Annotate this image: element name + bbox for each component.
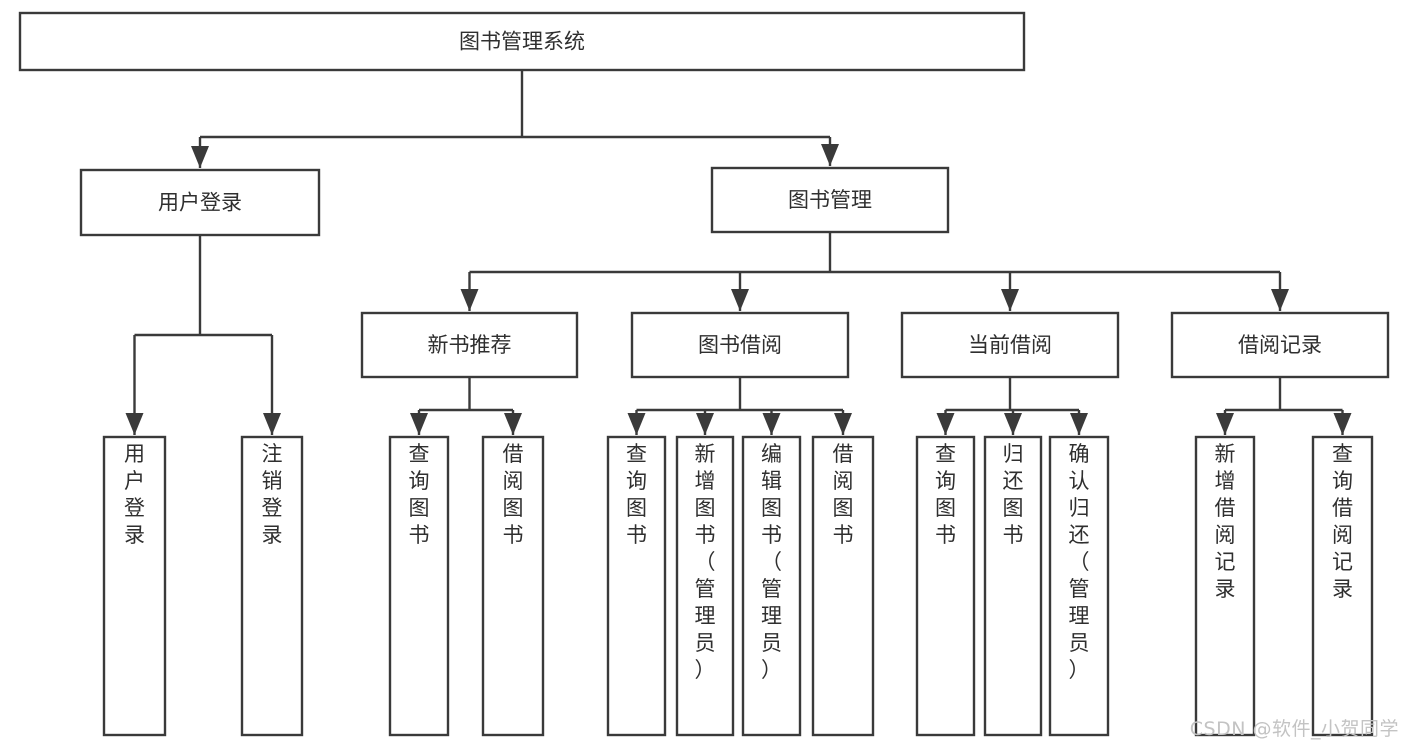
node-new-book-recommend[interactable]: 新书推荐 bbox=[360, 311, 579, 379]
node-box[interactable] bbox=[102, 435, 167, 737]
node-box[interactable] bbox=[741, 435, 802, 737]
arrow-head-icon bbox=[504, 413, 522, 435]
node-leaf-query-book-a[interactable]: 查询图书 bbox=[388, 435, 450, 737]
node-box[interactable] bbox=[240, 435, 304, 737]
node-leaf-edit-book[interactable]: 编辑图书（管理员） bbox=[741, 435, 802, 737]
node-book-borrow[interactable]: 图书借阅 bbox=[630, 311, 850, 379]
node-label: 查询图书 bbox=[626, 442, 647, 547]
node-box[interactable] bbox=[481, 435, 545, 737]
node-leaf-borrow-book-a[interactable]: 借阅图书 bbox=[481, 435, 545, 737]
node-box[interactable] bbox=[915, 435, 976, 737]
arrow-head-icon bbox=[762, 413, 781, 435]
node-box[interactable] bbox=[18, 11, 1026, 72]
node-box[interactable] bbox=[811, 435, 875, 737]
node-label: 用户登录 bbox=[124, 442, 145, 547]
node-layer: 图书管理系统用户登录图书管理新书推荐图书借阅当前借阅借阅记录用户登录注销登录查询… bbox=[18, 11, 1390, 737]
node-label: 新书推荐 bbox=[428, 333, 512, 357]
arrow-head-icon bbox=[1001, 289, 1019, 311]
node-user-login[interactable]: 用户登录 bbox=[79, 168, 321, 237]
node-box[interactable] bbox=[1311, 435, 1374, 737]
node-label: 归还图书 bbox=[1003, 442, 1024, 547]
node-label: 用户登录 bbox=[158, 191, 242, 215]
node-root[interactable]: 图书管理系统 bbox=[18, 11, 1026, 72]
node-leaf-borrow-book-b[interactable]: 借阅图书 bbox=[811, 435, 875, 737]
arrow-head-icon bbox=[1216, 413, 1234, 435]
node-leaf-return-book[interactable]: 归还图书 bbox=[983, 435, 1043, 737]
node-box[interactable] bbox=[1048, 435, 1110, 737]
csdn-watermark: CSDN @软件_小贺同学 bbox=[1189, 718, 1399, 740]
node-box[interactable] bbox=[900, 311, 1120, 379]
node-label: 图书管理系统 bbox=[459, 30, 585, 54]
arrow-head-icon bbox=[460, 289, 479, 311]
arrow-head-icon bbox=[936, 413, 955, 435]
arrow-head-icon bbox=[1004, 413, 1022, 435]
node-leaf-query-record[interactable]: 查询借阅记录 bbox=[1311, 435, 1374, 737]
node-label: 当前借阅 bbox=[968, 333, 1052, 357]
arrow-head-icon bbox=[821, 144, 839, 166]
node-borrow-record[interactable]: 借阅记录 bbox=[1170, 311, 1390, 379]
node-label: 查询图书 bbox=[935, 442, 956, 547]
node-label: 查询图书 bbox=[409, 442, 430, 547]
arrow-head-icon bbox=[1070, 413, 1088, 435]
arrow-head-icon bbox=[627, 413, 646, 435]
node-box[interactable] bbox=[1194, 435, 1256, 737]
node-label: 编辑图书（管理员） bbox=[761, 442, 782, 682]
node-box[interactable] bbox=[606, 435, 667, 737]
node-label: 借阅图书 bbox=[503, 442, 524, 547]
node-label: 确认归还（管理员） bbox=[1069, 442, 1090, 682]
node-label: 图书管理 bbox=[788, 188, 872, 212]
node-label: 借阅图书 bbox=[833, 442, 854, 547]
node-leaf-query-book-b[interactable]: 查询图书 bbox=[606, 435, 667, 737]
node-box[interactable] bbox=[388, 435, 450, 737]
node-box[interactable] bbox=[675, 435, 735, 737]
node-box[interactable] bbox=[630, 311, 850, 379]
node-label: 新增图书（管理员） bbox=[695, 442, 716, 682]
node-label: 新增借阅记录 bbox=[1215, 442, 1236, 601]
arrow-head-icon bbox=[191, 146, 209, 168]
node-label: 图书借阅 bbox=[698, 333, 782, 357]
arrow-head-icon bbox=[125, 413, 144, 435]
node-leaf-add-record[interactable]: 新增借阅记录 bbox=[1194, 435, 1256, 737]
node-box[interactable] bbox=[1170, 311, 1390, 379]
arrow-head-icon bbox=[263, 413, 281, 435]
node-label: 借阅记录 bbox=[1238, 333, 1322, 357]
node-current-borrow[interactable]: 当前借阅 bbox=[900, 311, 1120, 379]
node-book-manage[interactable]: 图书管理 bbox=[710, 166, 950, 234]
node-leaf-add-book[interactable]: 新增图书（管理员） bbox=[675, 435, 735, 737]
arrow-head-icon bbox=[1271, 289, 1289, 311]
node-leaf-query-book-c[interactable]: 查询图书 bbox=[915, 435, 976, 737]
node-leaf-logout[interactable]: 注销登录 bbox=[240, 435, 304, 737]
node-leaf-confirm-return[interactable]: 确认归还（管理员） bbox=[1048, 435, 1110, 737]
arrow-head-icon bbox=[834, 413, 852, 435]
arrow-head-icon bbox=[731, 289, 749, 311]
node-box[interactable] bbox=[360, 311, 579, 379]
node-box[interactable] bbox=[983, 435, 1043, 737]
node-label: 查询借阅记录 bbox=[1332, 442, 1353, 601]
node-label: 注销登录 bbox=[262, 442, 283, 547]
node-box[interactable] bbox=[710, 166, 950, 234]
arrow-head-icon bbox=[1333, 413, 1352, 435]
node-box[interactable] bbox=[79, 168, 321, 237]
arrow-head-icon bbox=[410, 413, 428, 435]
arrow-head-icon bbox=[696, 413, 714, 435]
node-leaf-user-login[interactable]: 用户登录 bbox=[102, 435, 167, 737]
connector-layer bbox=[125, 70, 1352, 435]
